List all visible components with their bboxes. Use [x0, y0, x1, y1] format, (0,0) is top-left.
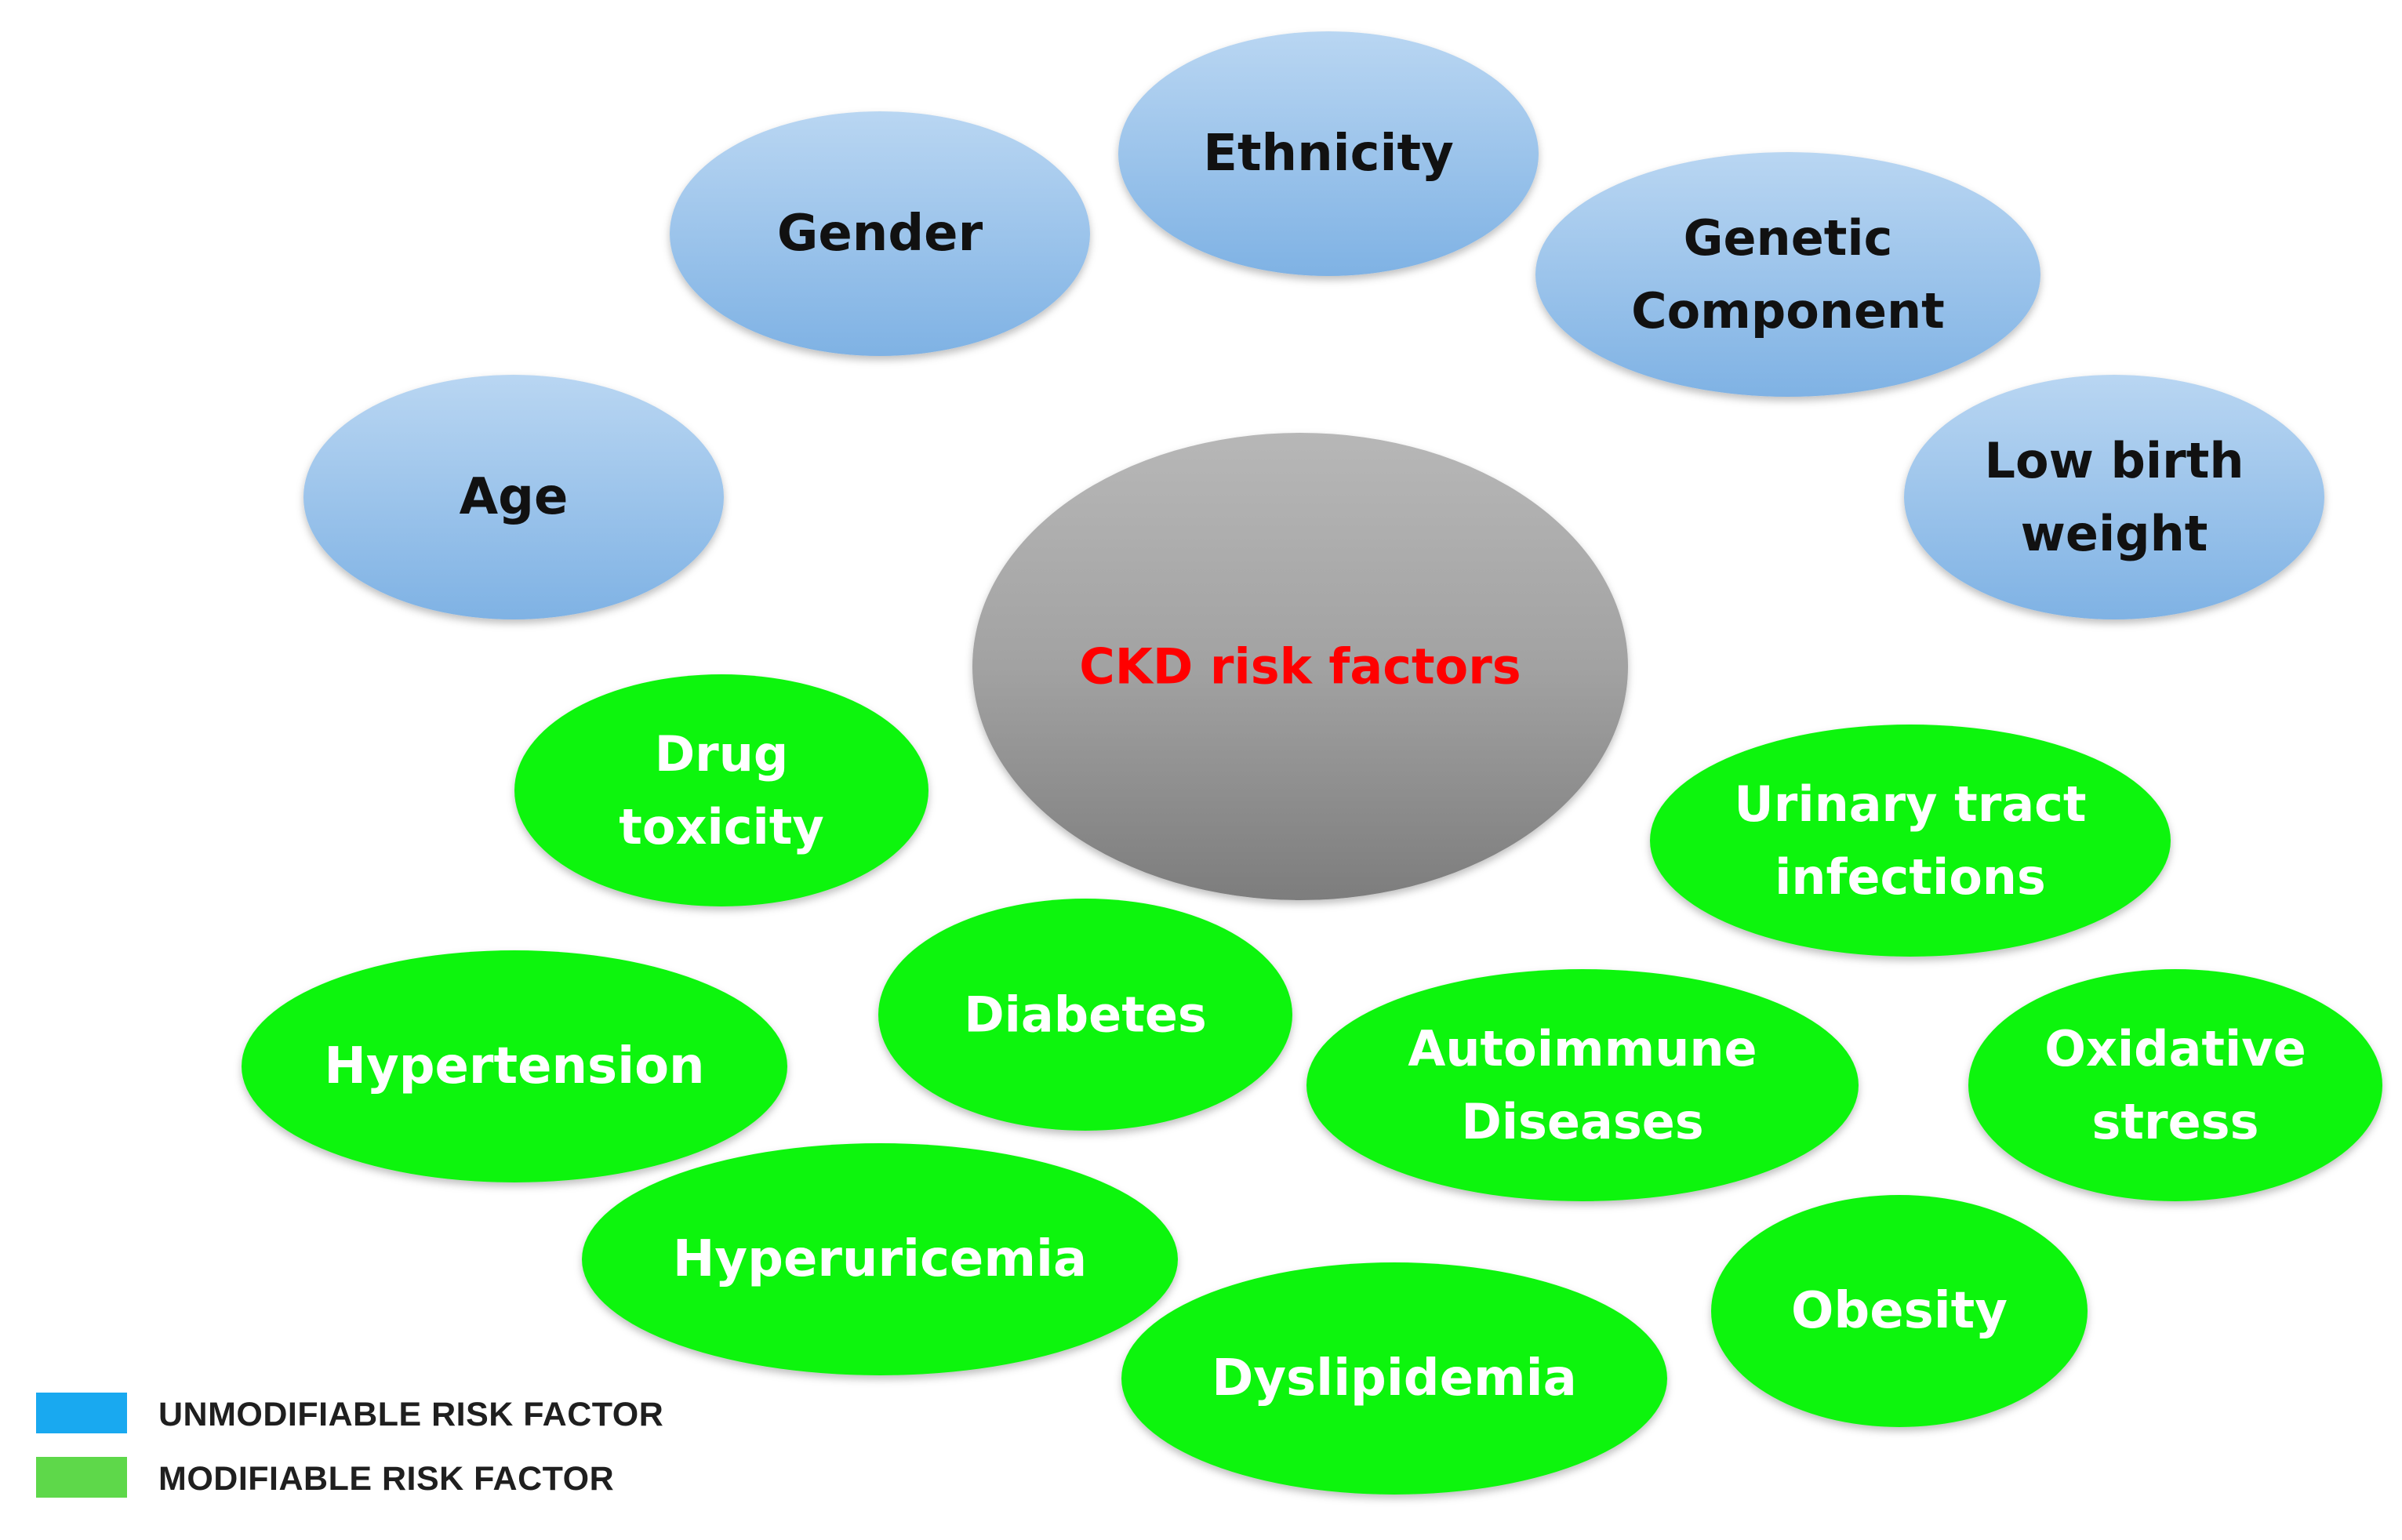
node-label-drug-toxicity: Drug	[655, 725, 789, 783]
node-drug-toxicity: Drug toxicity	[514, 674, 928, 906]
node-ellipse-hyperuricemia	[582, 1143, 1178, 1375]
node-label-genetic-component: Component	[1631, 282, 1945, 340]
legend-label-modifiable: MODIFIABLE RISK FACTOR	[158, 1460, 615, 1498]
modifiable-factor-group: Drug toxicity Urinary tract infectionsHyper…	[242, 674, 2382, 1495]
node-label-autoimmune-diseases: Autoimmune	[1408, 1020, 1757, 1077]
legend-swatch-unmodifiable	[36, 1393, 127, 1433]
node-ellipse-diabetes	[878, 899, 1292, 1131]
node-ethnicity: Ethnicity	[1118, 31, 1539, 276]
node-ellipse-gender	[670, 111, 1090, 356]
legend-swatch-modifiable	[36, 1457, 127, 1498]
node-label-ethnicity: Ethnicity	[1203, 125, 1454, 183]
node-label-low-birth-weight: Low birth	[1985, 432, 2244, 489]
node-ellipse-dyslipidemia	[1121, 1262, 1667, 1495]
node-label-age: Age	[460, 468, 569, 526]
node-label-autoimmune-diseases: Diseases	[1461, 1093, 1703, 1150]
node-ellipse-center	[972, 433, 1628, 900]
node-oxidative-stress: Oxidative stress	[1968, 969, 2382, 1201]
node-urinary-tract-infections: Urinary tract infections	[1650, 725, 2171, 957]
node-label-obesity: Obesity	[1791, 1282, 2008, 1340]
node-ellipse-age	[303, 375, 724, 619]
node-ellipse-genetic-component	[1535, 152, 2040, 397]
node-ellipse-low-birth-weight	[1904, 375, 2324, 619]
node-ellipse-obesity	[1711, 1195, 2088, 1427]
node-label-oxidative-stress: Oxidative	[2044, 1020, 2306, 1077]
node-gender: Gender	[670, 111, 1090, 356]
node-hypertension: Hypertension	[242, 950, 787, 1182]
node-diabetes: Diabetes	[878, 899, 1292, 1131]
node-hyperuricemia: Hyperuricemia	[582, 1143, 1178, 1375]
node-label-gender: Gender	[777, 205, 983, 263]
node-label-hyperuricemia: Hyperuricemia	[673, 1230, 1087, 1288]
node-label-drug-toxicity: toxicity	[619, 798, 824, 855]
node-label-genetic-component: Genetic	[1684, 209, 1893, 267]
node-ellipse-urinary-tract-infections	[1650, 725, 2171, 957]
node-ellipse-drug-toxicity	[514, 674, 928, 906]
node-label-hypertension: Hypertension	[324, 1037, 704, 1095]
node-label-urinary-tract-infections: infections	[1775, 848, 2046, 906]
node-ellipse-autoimmune-diseases	[1306, 969, 1859, 1201]
node-label-diabetes: Diabetes	[964, 986, 1207, 1044]
node-center: CKD risk factors	[972, 433, 1628, 900]
node-low-birth-weight: Low birth weight	[1904, 375, 2324, 619]
node-dyslipidemia: Dyslipidemia	[1121, 1262, 1667, 1495]
center-node: CKD risk factors	[972, 433, 1628, 900]
node-ellipse-hypertension	[242, 950, 787, 1182]
legend-label-unmodifiable: UNMODIFIABLE RISK FACTOR	[158, 1396, 664, 1433]
node-label-oxidative-stress: stress	[2092, 1093, 2259, 1150]
node-obesity: Obesity	[1711, 1195, 2088, 1427]
node-ellipse-ethnicity	[1118, 31, 1539, 276]
node-ellipse-oxidative-stress	[1968, 969, 2382, 1201]
node-age: Age	[303, 375, 724, 619]
node-label-dyslipidemia: Dyslipidemia	[1212, 1349, 1577, 1407]
node-label-urinary-tract-infections: Urinary tract	[1734, 775, 2086, 833]
node-label-low-birth-weight: weight	[2021, 505, 2208, 562]
node-label-center: CKD risk factors	[1079, 638, 1521, 696]
